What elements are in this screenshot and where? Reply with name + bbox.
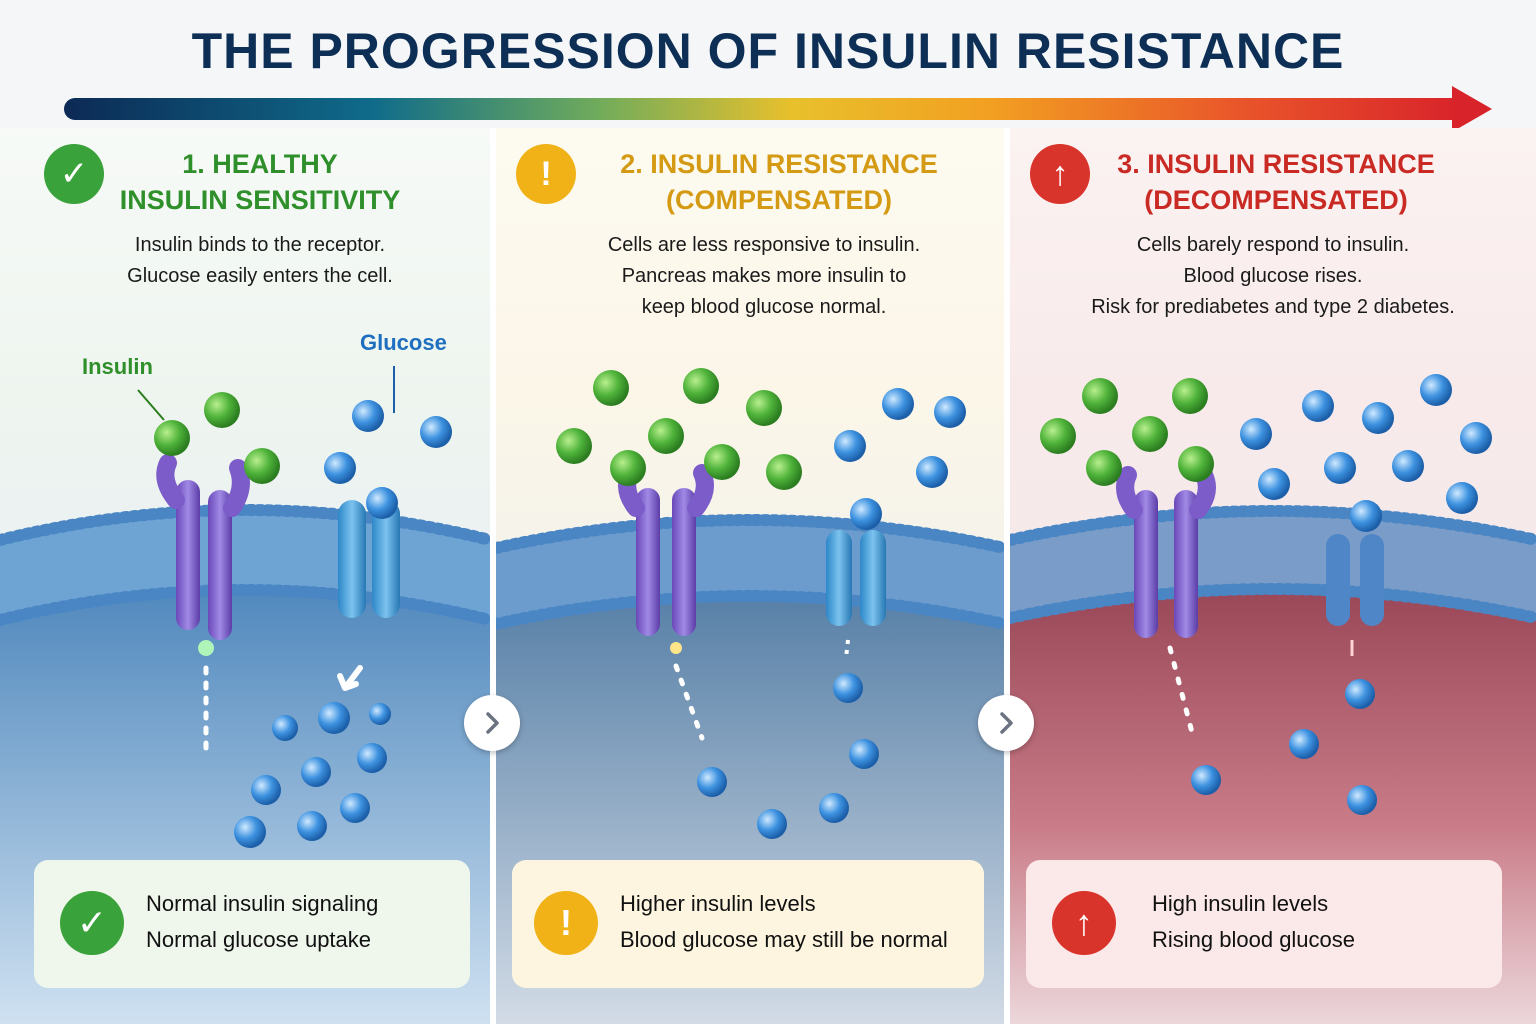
progression-arrow-head (1452, 86, 1492, 132)
chevron-right-icon (1000, 712, 1013, 734)
result-box-healthy: ✓ Normal insulin signaling Normal glucos… (34, 860, 470, 988)
glucose-label: Glucose (360, 330, 447, 355)
panel-divider (490, 128, 496, 1024)
progression-arrow-bar (64, 98, 1464, 120)
result-box-compensated: ! Higher insulin levels Blood glucose ma… (512, 860, 984, 988)
up-arrow-icon: ↑ (1030, 144, 1090, 204)
stage-title-healthy: 1. HEALTHY INSULIN SENSITIVITY (119, 149, 401, 215)
page-title: THE PROGRESSION OF INSULIN RESISTANCE (191, 23, 1345, 79)
stage-title-compensated: 2. INSULIN RESISTANCE (COMPENSATED) (620, 149, 938, 215)
stage-panel-compensated: ! 2. INSULIN RESISTANCE (COMPENSATED) Ce… (496, 128, 1004, 1024)
next-stage-button[interactable] (978, 695, 1034, 751)
result-text-compensated: Higher insulin levels Blood glucose may … (620, 891, 948, 952)
check-icon: ✓ (60, 891, 124, 955)
stage-desc-compensated: Cells are less responsive to insulin. Pa… (607, 234, 921, 318)
check-icon: ✓ (44, 144, 104, 204)
insulin-label: Insulin (82, 354, 153, 379)
next-stage-button[interactable] (464, 695, 520, 751)
exclamation-icon: ! (534, 891, 598, 955)
result-text-healthy: Normal insulin signaling Normal glucose … (146, 891, 379, 952)
panel-divider (1004, 128, 1010, 1024)
result-text-decompensated: High insulin levels Rising blood glucose (1152, 891, 1356, 952)
result-box-decompensated: ↑ High insulin levels Rising blood gluco… (1026, 860, 1502, 988)
up-arrow-icon: ↑ (1052, 891, 1116, 955)
stage-desc-decompensated: Cells barely respond to insulin. Blood g… (1091, 234, 1455, 318)
stage-desc-healthy: Insulin binds to the receptor. Glucose e… (127, 234, 393, 287)
stage-panel-healthy: ✓ 1. HEALTHY INSULIN SENSITIVITY Insulin… (0, 128, 490, 1024)
stage-title-decompensated: 3. INSULIN RESISTANCE (DECOMPENSATED) (1117, 149, 1435, 215)
stage-panel-decompensated: ↑ 3. INSULIN RESISTANCE (DECOMPENSATED) … (1010, 128, 1536, 1024)
exclamation-icon: ! (516, 144, 576, 204)
chevron-right-icon (486, 712, 499, 734)
